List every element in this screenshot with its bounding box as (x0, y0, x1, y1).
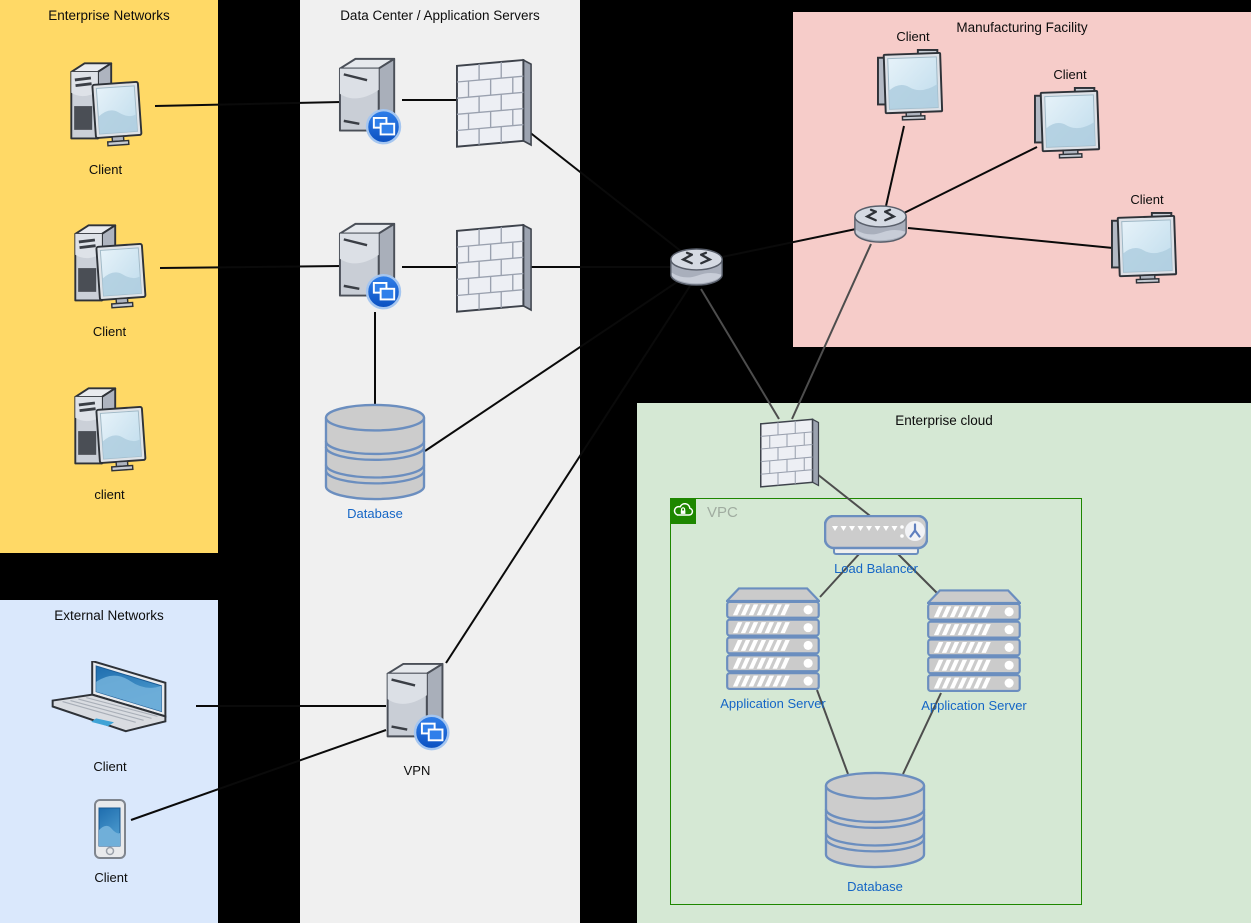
node-label: client (94, 487, 125, 502)
node-label: Load Balancer (834, 561, 918, 576)
load-balancer-icon (824, 515, 928, 557)
node-en-client-1: Client (58, 58, 153, 177)
zone-title-enterprise-cloud: Enterprise cloud (895, 413, 993, 428)
node-label: Client (896, 29, 930, 44)
node-en-client-2: Client (62, 220, 157, 339)
edge-mfg-router--mfg-client-2 (903, 146, 1038, 214)
edge-mfg-router--mfg-client-1 (885, 125, 905, 207)
zone-title-manufacturing-facility: Manufacturing Facility (956, 20, 1088, 35)
node-dc-firewall-2 (456, 221, 533, 313)
edge-dc-firewall-1--core-router (527, 130, 683, 253)
node-en-client-3: client (62, 383, 157, 502)
node-dc-server-2 (334, 220, 404, 313)
terminal-server-icon (334, 55, 404, 148)
node-label: Application Server (921, 698, 1027, 713)
zone-title-enterprise-networks: Enterprise Networks (48, 8, 170, 23)
edge-dc-database--core-router (424, 275, 687, 452)
monitor-client-icon (1034, 86, 1106, 160)
zone-title-external-networks: External Networks (54, 608, 164, 623)
firewall-icon (760, 415, 820, 489)
node-mfg-client-2: Client (1034, 67, 1106, 160)
node-label: Client (88, 162, 123, 177)
firewall-icon (456, 221, 533, 313)
node-dc-server-1 (334, 55, 404, 148)
node-label: Application Server (720, 696, 826, 711)
node-core-router (668, 247, 725, 289)
node-label: Client (93, 759, 127, 774)
edge-en-client-2--dc-server-2 (159, 265, 342, 269)
router-icon (668, 247, 725, 289)
node-label: Client (1053, 67, 1087, 82)
node-dc-vpn: VPN (381, 660, 453, 778)
node-ext-laptop: Client (48, 661, 172, 774)
edge-ext-phone--dc-vpn (130, 729, 387, 821)
server-rack-icon (927, 589, 1021, 694)
node-dc-firewall-1 (456, 56, 533, 148)
monitor-client-icon (877, 48, 949, 122)
node-mfg-client-3: Client (1111, 192, 1183, 285)
node-label: VPN (403, 763, 431, 778)
server-rack-icon (726, 587, 820, 692)
terminal-server-icon (381, 660, 453, 754)
laptop-client-icon (48, 661, 172, 750)
desktop-client-icon (58, 58, 153, 158)
database-icon (324, 402, 426, 502)
node-mfg-router (852, 204, 909, 246)
node-cloud-app-server-2: Application Server (921, 589, 1027, 713)
node-dc-database: Database (324, 402, 426, 521)
edge-core-router--cloud-firewall (700, 288, 780, 420)
desktop-client-icon (62, 383, 157, 483)
node-cloud-firewall (760, 415, 820, 489)
node-cloud-database: Database (824, 770, 926, 894)
node-label: Database (847, 879, 903, 894)
edge-cloud-app-1--cloud-db (816, 689, 849, 775)
edge-dc-vpn--core-router (445, 285, 691, 664)
node-cloud-app-server-1: Application Server (720, 587, 826, 711)
terminal-server-icon (334, 220, 404, 313)
zone-external-networks: External Networks (0, 600, 218, 923)
vpc-label: VPC (707, 504, 738, 521)
node-cloud-load-balancer: Load Balancer (824, 515, 928, 576)
node-mfg-client-1: Client (877, 29, 949, 122)
edge-mfg-router--cloud-firewall (791, 243, 872, 420)
firewall-icon (456, 56, 533, 148)
router-icon (852, 204, 909, 246)
node-ext-phone: Client (94, 799, 128, 885)
node-label: Client (94, 870, 128, 885)
zone-manufacturing-facility: Manufacturing Facility (793, 12, 1251, 347)
mobile-client-icon (94, 799, 128, 861)
edge-core-router--mfg-router (721, 228, 857, 258)
node-label: Database (347, 506, 403, 521)
node-label: Client (92, 324, 127, 339)
desktop-client-icon (62, 220, 157, 320)
edge-cloud-lb--cloud-app-2 (896, 552, 942, 598)
edge-cloud-firewall--cloud-lb (811, 469, 875, 520)
edge-cloud-lb--cloud-app-1 (819, 552, 861, 598)
zone-title-data-center: Data Center / Application Servers (340, 8, 540, 23)
database-icon (824, 770, 926, 870)
edge-mfg-router--mfg-client-3 (907, 227, 1114, 249)
node-label: Client (1130, 192, 1164, 207)
edge-cloud-app-2--cloud-db (902, 692, 942, 775)
monitor-client-icon (1111, 211, 1183, 285)
vpc-container: VPC (670, 498, 1082, 905)
edge-en-client-1--dc-server-1 (154, 101, 342, 107)
